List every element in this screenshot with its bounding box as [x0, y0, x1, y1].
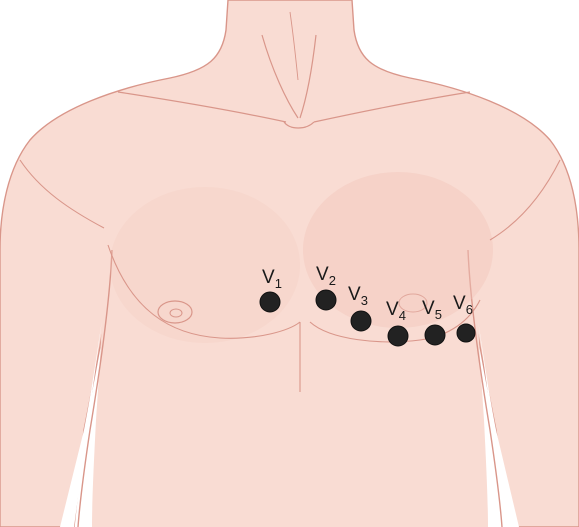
electrode-dot-v2 — [316, 290, 336, 310]
electrode-dot-v3 — [351, 311, 371, 331]
right-pectoral-shading — [110, 187, 300, 343]
electrode-sub-v4: 4 — [399, 308, 406, 323]
electrode-lead-v1: V — [262, 267, 275, 288]
electrode-lead-v2: V — [316, 264, 329, 285]
electrode-lead-v3: V — [348, 284, 361, 305]
electrode-sub-v2: 2 — [329, 273, 336, 288]
electrode-dot-v4 — [388, 326, 408, 346]
electrode-dot-v5 — [425, 325, 445, 345]
electrode-lead-v5: V — [422, 298, 435, 319]
electrode-dot-v6 — [457, 324, 475, 342]
electrode-lead-v4: V — [386, 299, 399, 320]
electrode-sub-v5: 5 — [435, 307, 442, 322]
electrode-sub-v3: 3 — [361, 293, 368, 308]
electrode-lead-v6: V — [453, 293, 466, 314]
electrode-dot-v1 — [260, 292, 280, 312]
electrode-sub-v6: 6 — [466, 302, 473, 317]
electrode-sub-v1: 1 — [275, 276, 282, 291]
